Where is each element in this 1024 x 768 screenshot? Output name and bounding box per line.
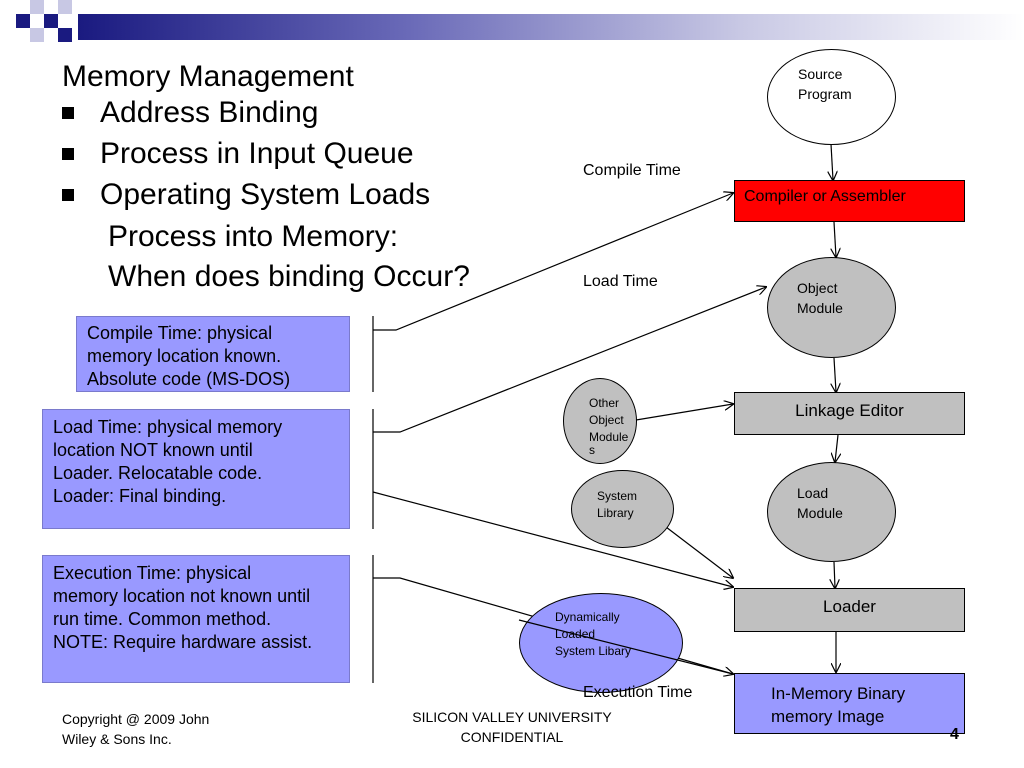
confidential-footer: SILICON VALLEY UNIVERSITY CONFIDENTIAL bbox=[362, 707, 662, 747]
footer-line: Copyright @ 2009 John bbox=[62, 711, 210, 727]
node-label: System bbox=[597, 489, 638, 503]
compile-time-label: Compile Time bbox=[583, 162, 681, 179]
source-program-node: Source Program bbox=[767, 49, 896, 145]
node-label: Program bbox=[798, 86, 852, 102]
bullet-item: Address Binding bbox=[62, 96, 318, 130]
compile-time-box: Compile Time: physical memory location k… bbox=[76, 316, 350, 392]
node-label: Load bbox=[797, 485, 829, 501]
bullet-continuation: When does binding Occur? bbox=[108, 260, 470, 293]
bullet-continuation: Process into Memory: bbox=[108, 220, 399, 253]
load-time-line: Loader. Relocatable code. bbox=[53, 463, 263, 483]
linkage-editor-node: Linkage Editor bbox=[734, 392, 965, 435]
bullet-square-icon bbox=[62, 107, 74, 119]
load-time-line: location NOT known until bbox=[53, 440, 253, 460]
system-library-node: System Library bbox=[571, 470, 674, 548]
load-time-line: Loader: Final binding. bbox=[53, 486, 227, 506]
bullet-square-icon bbox=[62, 148, 74, 160]
execution-time-box: Execution Time: physical memory location… bbox=[42, 555, 350, 683]
loader-node: Loader bbox=[734, 588, 965, 632]
compiler-node: Compiler or Assembler bbox=[734, 180, 965, 222]
node-label: Object bbox=[797, 280, 838, 296]
load-time-line: Load Time: physical memory bbox=[53, 417, 283, 437]
page-number: 4 bbox=[950, 726, 959, 743]
bullet-square-icon bbox=[62, 189, 74, 201]
node-label: In-Memory Binary bbox=[771, 684, 906, 703]
banner-gradient bbox=[78, 14, 1024, 40]
slide-title: Memory Management bbox=[62, 60, 354, 93]
other-object-modules-node: Other Object Module s bbox=[563, 378, 637, 464]
node-label: Module bbox=[589, 430, 629, 444]
object-module-node: Object Module bbox=[767, 257, 896, 358]
execution-time-line: memory location not known until bbox=[53, 586, 311, 606]
node-label: Module bbox=[797, 505, 843, 521]
logo-square bbox=[44, 14, 58, 28]
logo-square bbox=[58, 28, 72, 42]
dynamic-library-node: Dynamically Loaded System Libary bbox=[519, 593, 683, 693]
node-label: Module bbox=[797, 300, 843, 316]
execution-time-label: Execution Time bbox=[583, 684, 693, 701]
load-time-label: Load Time bbox=[583, 273, 658, 290]
compile-time-line: Compile Time: physical bbox=[87, 323, 273, 343]
footer-line: Wiley & Sons Inc. bbox=[62, 731, 172, 747]
compile-time-line: memory location known. bbox=[87, 346, 282, 366]
bullet-text: Address Binding bbox=[100, 96, 319, 129]
logo-square bbox=[58, 0, 72, 14]
copyright-footer: Copyright @ 2009 John Wiley & Sons Inc. bbox=[62, 709, 209, 749]
compile-time-line: Absolute code (MS-DOS) bbox=[87, 369, 291, 389]
node-label: Object bbox=[589, 413, 624, 427]
node-label: System Libary bbox=[555, 644, 632, 658]
footer-line: CONFIDENTIAL bbox=[460, 729, 564, 745]
node-label: s bbox=[589, 443, 595, 457]
node-label: Dynamically bbox=[555, 610, 620, 624]
node-label: Library bbox=[597, 506, 634, 520]
node-label: Source bbox=[798, 66, 843, 82]
node-label: Other bbox=[589, 396, 620, 410]
logo-square bbox=[30, 0, 44, 14]
load-module-node: Load Module bbox=[767, 462, 896, 562]
bullet-item: Operating System Loads bbox=[62, 178, 430, 212]
logo-square bbox=[30, 28, 44, 42]
bullet-text: Operating System Loads bbox=[100, 178, 431, 211]
load-time-box: Load Time: physical memory location NOT … bbox=[42, 409, 350, 529]
execution-time-line: NOTE: Require hardware assist. bbox=[53, 632, 313, 652]
execution-time-line: Execution Time: physical bbox=[53, 563, 252, 583]
node-label: memory Image bbox=[771, 707, 885, 726]
top-banner bbox=[0, 0, 1024, 48]
memory-image-node: In-Memory Binary memory Image bbox=[734, 673, 965, 734]
bullet-text: Process in Input Queue bbox=[100, 137, 414, 170]
bullet-item: Process in Input Queue bbox=[62, 137, 414, 171]
logo-square bbox=[16, 14, 30, 28]
footer-line: SILICON VALLEY UNIVERSITY bbox=[412, 709, 612, 725]
execution-time-line: run time. Common method. bbox=[53, 609, 272, 629]
